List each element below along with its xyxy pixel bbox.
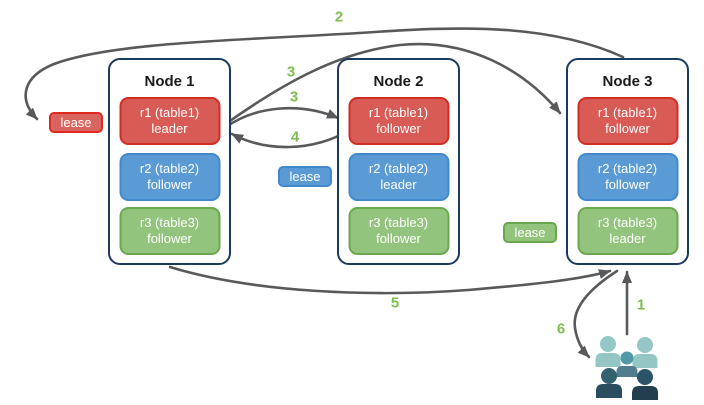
replica-role-label: follower [147, 177, 192, 192]
node-1-replica-r3: r3 (table3) follower [119, 207, 220, 255]
node-2-replica-r2: r2 (table2) leader [348, 153, 449, 201]
node-3: Node 3 r1 (table1) follower r2 (table2) … [566, 58, 689, 265]
node-1-replica-r2: r2 (table2) follower [119, 153, 220, 201]
replica-range-label: r3 (table3) [368, 214, 429, 230]
node-2-replica-r1: r1 (table1) follower [348, 97, 449, 145]
replica-range-label: r1 (table1) [597, 104, 658, 120]
node-2-replica-r3: r3 (table3) follower [348, 207, 449, 255]
arrow-step2-node3-to-lease [24, 27, 625, 121]
lease-badge-r3: lease [503, 222, 557, 243]
replica-role-label: follower [376, 121, 421, 136]
replica-role-label: leader [380, 177, 417, 192]
users-group-icon [595, 336, 658, 400]
node-2-title: Node 2 [373, 73, 424, 90]
lease-label: lease [514, 225, 546, 240]
replica-role-label: follower [605, 177, 650, 192]
lease-badge-r1: lease [49, 112, 103, 133]
node-1-replica-r1: r1 (table1) leader [119, 97, 220, 145]
replica-role-label: leader [151, 121, 188, 136]
lease-label: lease [60, 115, 92, 130]
user-front-right [632, 369, 658, 400]
arrow-step3-node1-to-node3 [225, 42, 562, 125]
replica-range-label: r2 (table2) [139, 160, 200, 176]
replica-range-label: r3 (table3) [139, 214, 200, 230]
user-middle [616, 351, 638, 377]
node-3-title: Node 3 [602, 73, 653, 90]
step-label-3a: 3 [286, 63, 296, 81]
node-3-replica-r1: r1 (table1) follower [577, 97, 678, 145]
step-label-4: 4 [290, 128, 300, 146]
replica-role-label: leader [609, 231, 646, 246]
replica-role-label: follower [376, 231, 421, 246]
step-label-3b: 3 [289, 88, 299, 106]
arrow-step5-node1-to-node3 [168, 265, 612, 295]
lease-badge-r2: lease [278, 166, 332, 187]
replica-range-label: r1 (table1) [368, 104, 429, 120]
step-label-6: 6 [556, 320, 566, 338]
lease-label: lease [289, 169, 321, 184]
step-label-1: 1 [636, 296, 646, 314]
node-1-title: Node 1 [144, 73, 195, 90]
node-2: Node 2 r1 (table1) follower r2 (table2) … [337, 58, 460, 265]
arrow-step3-node1-to-node2 [224, 106, 340, 129]
replica-range-label: r3 (table3) [597, 214, 658, 230]
node-3-replica-r2: r2 (table2) follower [577, 153, 678, 201]
user-back-left [595, 336, 621, 367]
replica-role-label: follower [605, 121, 650, 136]
node-1: Node 1 r1 (table1) leader r2 (table2) fo… [108, 58, 231, 265]
user-back-right [632, 337, 658, 368]
node-3-replica-r3: r3 (table3) leader [577, 207, 678, 255]
arrow-step6-node3-to-users [573, 269, 619, 359]
user-front-left [596, 368, 622, 398]
replica-range-label: r1 (table1) [139, 104, 200, 120]
replica-range-label: r2 (table2) [597, 160, 658, 176]
step-label-5: 5 [390, 294, 400, 312]
step-label-2: 2 [334, 8, 344, 26]
replica-role-label: follower [147, 231, 192, 246]
replica-range-label: r2 (table2) [368, 160, 429, 176]
